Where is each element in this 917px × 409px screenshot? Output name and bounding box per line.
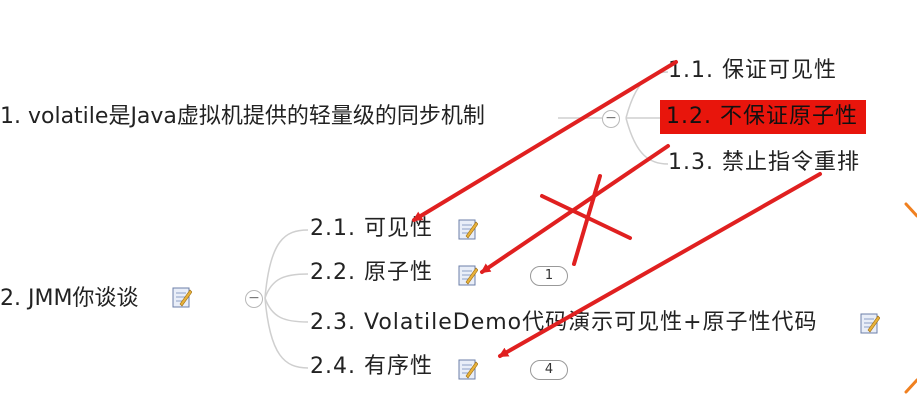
note-icon[interactable] bbox=[172, 286, 192, 308]
subtopic-1-3[interactable]: 1.3. 禁止指令重排 bbox=[668, 150, 860, 175]
annotation-arrow bbox=[412, 60, 678, 222]
count-badge[interactable]: 1 bbox=[530, 266, 568, 286]
subtopic-1-1[interactable]: 1.1. 保证可见性 bbox=[668, 58, 837, 83]
annotation-arrow bbox=[498, 172, 822, 358]
subtopic-2-3[interactable]: 2.3. VolatileDemo代码演示可见性+原子性代码 bbox=[310, 310, 818, 335]
connector-2-2 bbox=[264, 273, 309, 299]
subtopic-2-1[interactable]: 2.1. 可见性 bbox=[310, 216, 433, 241]
connector-2-4 bbox=[264, 297, 309, 369]
note-icon[interactable] bbox=[458, 218, 478, 240]
topic-1-label[interactable]: 1. volatile是Java虚拟机提供的轻量级的同步机制 bbox=[0, 104, 485, 129]
note-icon[interactable] bbox=[458, 358, 478, 380]
annotation-arrow bbox=[480, 144, 670, 274]
note-icon[interactable] bbox=[860, 312, 880, 334]
subtopic-1-2-highlighted[interactable]: 1.2. 不保证原子性 bbox=[660, 100, 866, 134]
subtopic-2-2[interactable]: 2.2. 原子性 bbox=[310, 260, 433, 285]
topic-2-label[interactable]: 2. JMM你谈谈 bbox=[0, 286, 139, 311]
collapse-toggle-2[interactable]: − bbox=[245, 290, 263, 308]
edge-mark bbox=[904, 202, 917, 218]
subtopic-2-4[interactable]: 2.4. 有序性 bbox=[310, 354, 433, 379]
connector-2-1 bbox=[264, 229, 309, 299]
collapse-toggle-1[interactable]: − bbox=[602, 110, 620, 128]
count-badge[interactable]: 4 bbox=[530, 360, 568, 380]
cross-mark bbox=[572, 174, 602, 266]
connector-1-3 bbox=[625, 117, 669, 165]
edge-mark bbox=[904, 378, 917, 394]
connector-2-3 bbox=[264, 297, 309, 323]
note-icon[interactable] bbox=[458, 264, 478, 286]
